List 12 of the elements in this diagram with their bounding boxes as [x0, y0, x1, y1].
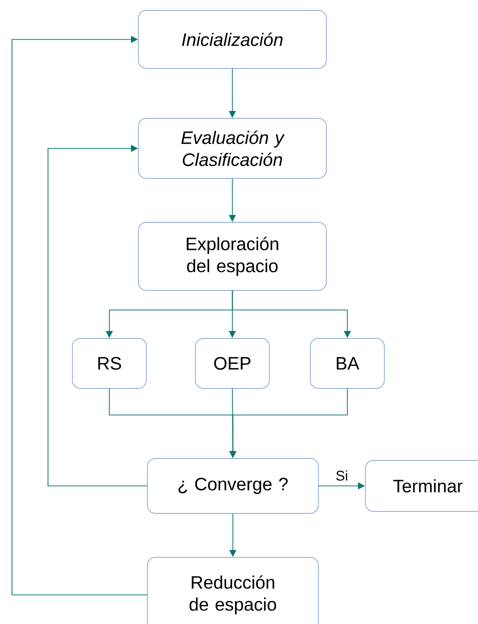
process-box: Inicialización [138, 10, 327, 69]
arrow [48, 144, 148, 486]
process-box: ¿ Converge ? [147, 458, 319, 514]
process-box: Reducción de espacio [147, 557, 319, 624]
process-box: RS [72, 338, 147, 389]
edge-label: Si [336, 470, 348, 481]
process-box: OEP [195, 338, 270, 389]
process-box: Terminar [365, 460, 478, 512]
process-box: Exploración del espacio [138, 222, 327, 291]
process-box: BA [310, 338, 385, 389]
process-box: Evaluación y Clasificación [138, 118, 327, 179]
arrow [12, 36, 148, 596]
